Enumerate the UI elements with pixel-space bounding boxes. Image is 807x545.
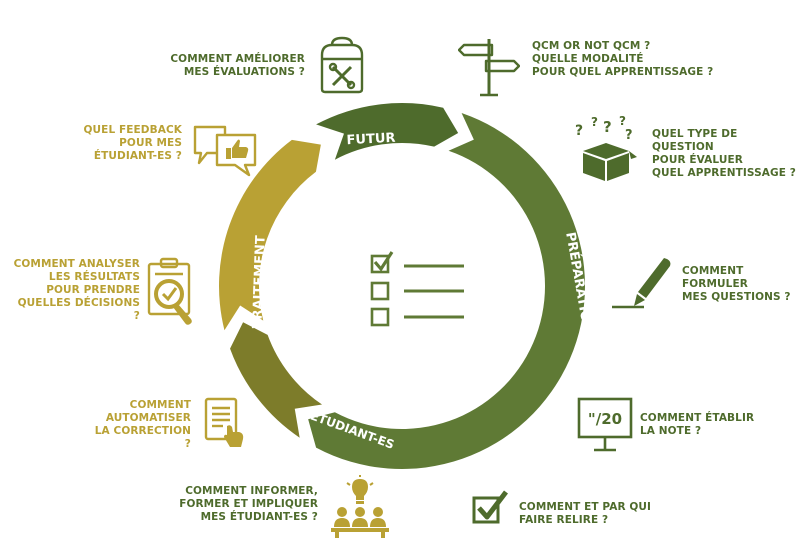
question-qcm: QCM OR NOT QCM ? QUELLE MODALITÉ POUR QU… (532, 40, 714, 78)
question-ameliorer: COMMENT AMÉLIORER MES ÉVALUATIONS ? (170, 53, 305, 78)
question-formuler: COMMENT FORMULER MES QUESTIONS ? (682, 265, 791, 303)
feedback-bubbles-icon (193, 125, 257, 177)
svg-text:?: ? (575, 123, 583, 139)
backpack-tools-icon (320, 36, 364, 94)
segment-futur (316, 102, 459, 160)
question-type: QUEL TYPE DE QUESTION POUR ÉVALUER QUEL … (652, 128, 796, 179)
question-feedback: QUEL FEEDBACK POUR MES ÉTUDIANT-ES ? (83, 124, 182, 162)
tablet-touch-icon (204, 397, 244, 447)
checklist-icon (370, 251, 464, 327)
grade-board-icon: "/20 (577, 397, 633, 452)
question-note: COMMENT ÉTABLIR LA NOTE ? (640, 412, 755, 437)
question-relire: COMMENT ET PAR QUI FAIRE RELIRE ? (519, 501, 652, 526)
clipboard-magnifier-icon (147, 257, 192, 325)
signpost-icon (458, 39, 520, 97)
svg-text:?: ? (619, 115, 626, 128)
svg-text:?: ? (591, 115, 598, 129)
segment-label-traitement: TRAITEMENT (250, 235, 268, 329)
question-analyser: COMMENT ANALYSER LES RÉSULTATS POUR PREN… (13, 258, 140, 322)
question-informer: COMMENT INFORMER, FORMER ET IMPLIQUER ME… (179, 485, 318, 523)
grade-text: "/20 (588, 410, 622, 428)
question-box-icon: ? ? ? ? ? (575, 115, 637, 181)
svg-text:?: ? (603, 118, 612, 136)
question-automatiser: COMMENT AUTOMATISER LA CORRECTION ? (94, 399, 191, 450)
segment-etudiant (230, 322, 323, 438)
svg-text:?: ? (625, 128, 633, 143)
pen-signature-icon (612, 258, 671, 309)
lightbulb-audience-icon (331, 475, 389, 538)
checkbox-icon (472, 490, 508, 524)
segment-traitement (219, 139, 321, 331)
segment-label-futur: FUTUR (346, 131, 396, 149)
segment-preparation (308, 112, 586, 470)
